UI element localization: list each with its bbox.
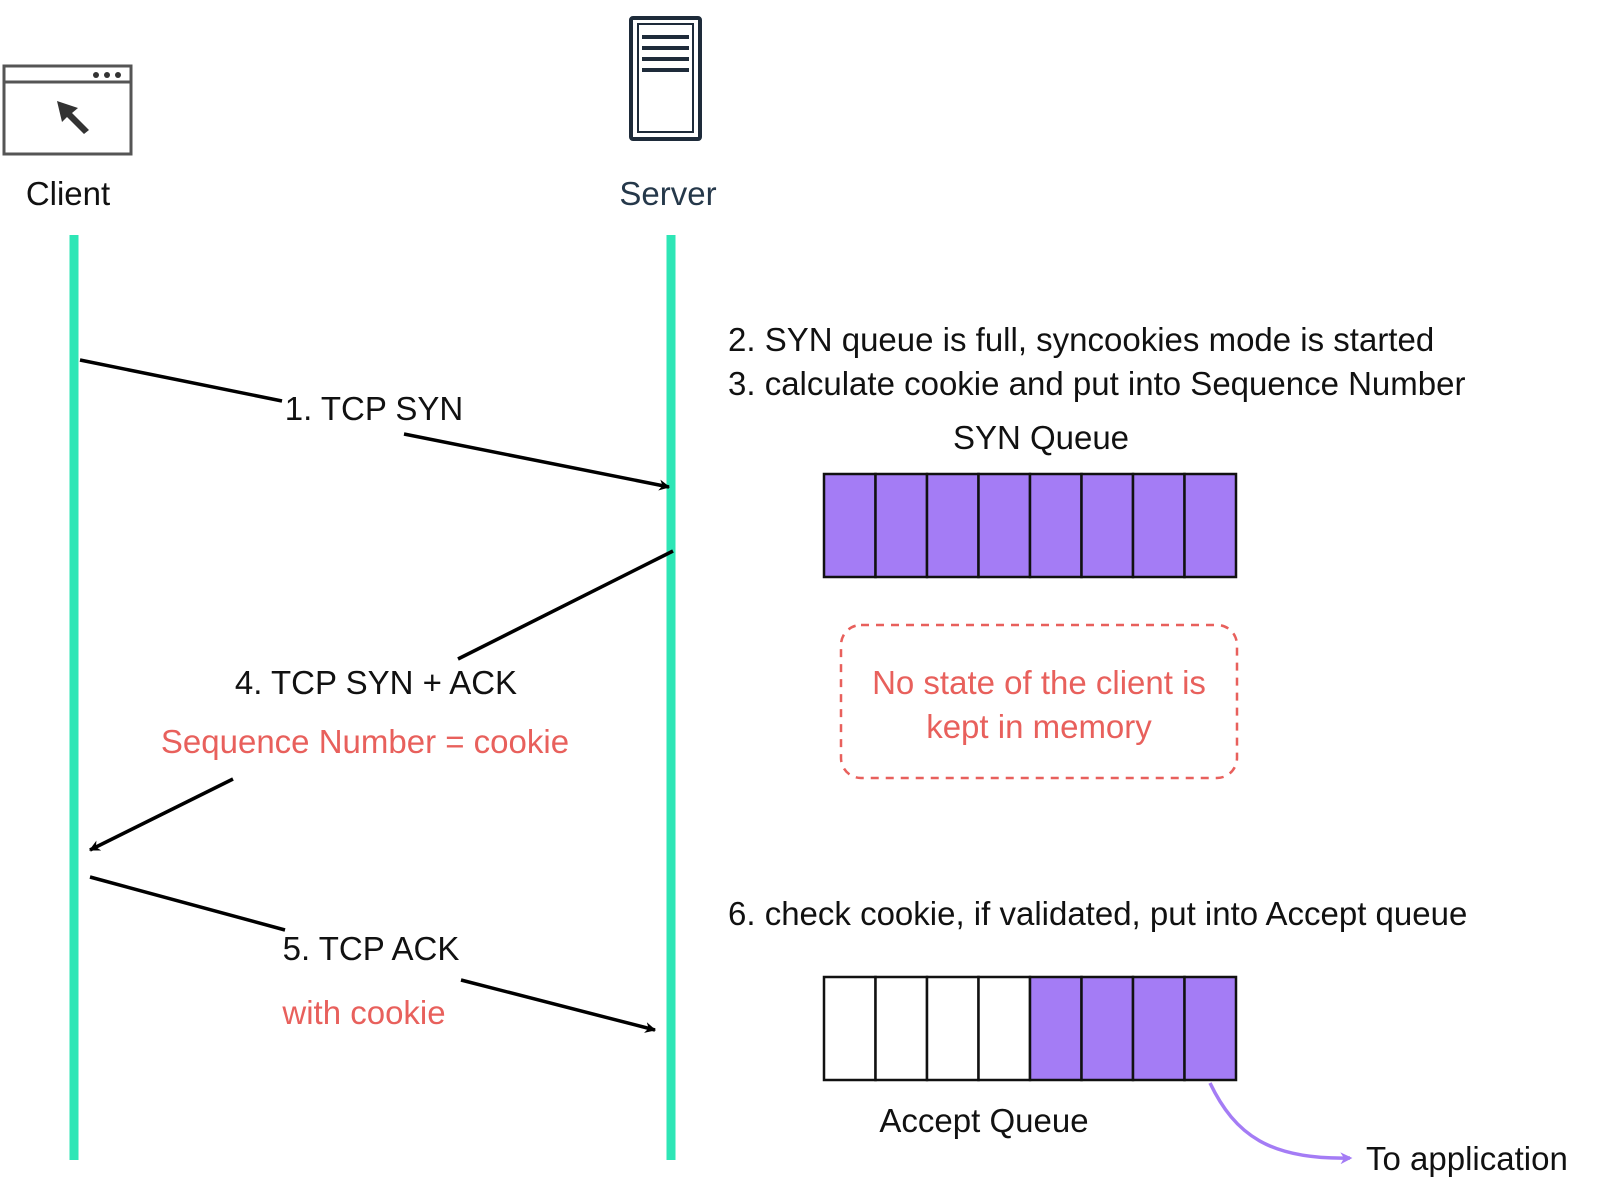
accept-queue-slot-3-empty (925, 975, 980, 1082)
browser-window-cursor-icon (2, 64, 133, 156)
syn-queue-title: SYN Queue (953, 419, 1129, 456)
accept-queue-slot-4-empty (977, 975, 1032, 1082)
syn-label: 1. TCP SYN (285, 390, 464, 427)
step3-text: 3. calculate cookie and put into Sequenc… (728, 365, 1465, 402)
server-tower-icon (629, 16, 702, 141)
syn-ack-message: 4. TCP SYN + ACK Sequence Number = cooki… (89, 549, 674, 852)
syn-ack-arrow-segment-1 (457, 549, 674, 661)
ack-note: with cookie (281, 994, 445, 1031)
client-label: Client (26, 175, 110, 212)
to-application-label: To application (1366, 1140, 1568, 1177)
syn-arrow-segment-1 (79, 358, 283, 403)
accept-queue-slot-6-filled (1080, 975, 1135, 1082)
ack-message: 5. TCP ACK with cookie (89, 875, 657, 1033)
memory-note-line1: No state of the client is (872, 664, 1206, 701)
accept-queue-slot-2-empty (874, 975, 929, 1082)
syn-queue (822, 472, 1238, 579)
accept-queue (822, 975, 1238, 1082)
ack-arrow-segment-1 (89, 875, 286, 932)
syn-queue-slot-3-filled (925, 472, 980, 579)
step2-text: 2. SYN queue is full, syncookies mode is… (728, 321, 1434, 358)
memory-note: No state of the client is kept in memory (839, 623, 1239, 780)
accept-queue-slot-5-filled (1028, 975, 1083, 1082)
memory-note-border (839, 623, 1239, 780)
memory-note-line2: kept in memory (926, 708, 1152, 745)
syn-queue-slot-6-filled (1080, 472, 1135, 579)
syn-ack-label: 4. TCP SYN + ACK (235, 664, 517, 701)
syn-queue-slot-1-filled (822, 472, 877, 579)
accept-queue-slot-7-filled (1131, 975, 1186, 1082)
syn-queue-slot-4-filled (977, 472, 1032, 579)
syn-arrow-segment-2 (403, 432, 671, 491)
to-application-arrow (1208, 1082, 1353, 1165)
syn-queue-slot-7-filled (1131, 472, 1186, 579)
ack-label: 5. TCP ACK (283, 930, 460, 967)
accept-queue-title: Accept Queue (879, 1102, 1088, 1139)
syn-queue-slot-2-filled (874, 472, 929, 579)
syn-queue-slot-8-filled (1183, 472, 1238, 579)
ack-arrow-segment-2 (460, 978, 657, 1033)
syn-ack-arrow-segment-2 (89, 777, 234, 852)
accept-queue-slot-8-filled (1183, 975, 1238, 1082)
accept-queue-slot-1-empty (822, 975, 877, 1082)
step6-text: 6. check cookie, if validated, put into … (728, 895, 1467, 932)
syn-queue-slot-5-filled (1028, 472, 1083, 579)
server-label: Server (619, 175, 716, 212)
syn-ack-note: Sequence Number = cookie (161, 723, 569, 760)
syn-message: 1. TCP SYN (79, 358, 671, 491)
